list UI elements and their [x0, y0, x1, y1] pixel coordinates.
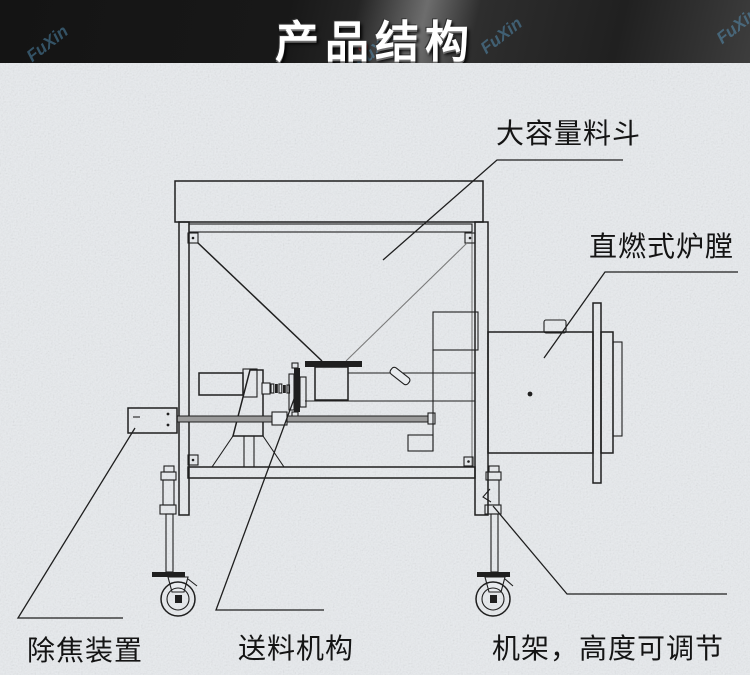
- outlet-box: [314, 366, 349, 401]
- tie-rod: [176, 415, 429, 423]
- left-leg: [152, 465, 198, 617]
- left-caster-plate: [152, 572, 185, 577]
- decoking-box: [127, 407, 178, 434]
- leader-feeder: [215, 390, 324, 611]
- left-caster-wheel: [160, 581, 196, 617]
- label-frame: 机架，高度可调节: [492, 633, 725, 664]
- label-decoking: 除焦装置: [27, 635, 144, 666]
- label-feeder: 送料机构: [238, 633, 355, 664]
- decoking-device: [127, 407, 178, 434]
- burner-nozzle: [612, 341, 623, 437]
- page-title: 产品结构: [275, 18, 475, 63]
- leader-frame: [492, 505, 727, 595]
- right-caster-wheel: [475, 581, 511, 617]
- rod-end: [427, 412, 436, 425]
- title-banner: FuXin FuXin FuXin FuXin 产品结构: [0, 0, 750, 63]
- corner-bracket: [187, 232, 476, 467]
- left-caster-fork: [167, 576, 189, 593]
- frame-lower-box: [407, 434, 434, 452]
- label-hopper: 大容量料斗: [496, 118, 642, 149]
- frame-bottom-rail: [187, 466, 476, 479]
- right-caster-plate: [477, 572, 510, 577]
- burner-sight-dot: [527, 391, 533, 397]
- frame-left-post: [178, 221, 190, 516]
- screw-coupling: [261, 382, 291, 395]
- motor-bracket: [242, 368, 258, 398]
- hopper-funnel-right: [345, 242, 468, 362]
- label-furnace: 直燃式炉膛: [589, 231, 735, 262]
- leader-hopper: [382, 159, 623, 261]
- hopper-top-rim: [174, 180, 484, 223]
- outlet-flange-bar: [305, 361, 362, 367]
- right-leg: [475, 465, 514, 617]
- burner: [487, 302, 623, 484]
- right-leg-clamp: [482, 488, 492, 503]
- leader-furnace: [543, 271, 738, 359]
- igniter-plug: [389, 366, 411, 386]
- leader-lines: [16, 159, 738, 619]
- support-legs: [211, 435, 285, 468]
- hopper-side-duct: [432, 311, 479, 351]
- leader-decoking: [16, 427, 136, 619]
- feeding-mechanism: [176, 362, 436, 468]
- watermark-logo-dot: [358, 42, 368, 52]
- background-texture: [0, 63, 750, 675]
- hopper-funnel-left: [197, 242, 323, 362]
- hopper-outlet: [305, 361, 475, 402]
- frame-and-hopper: [174, 180, 489, 516]
